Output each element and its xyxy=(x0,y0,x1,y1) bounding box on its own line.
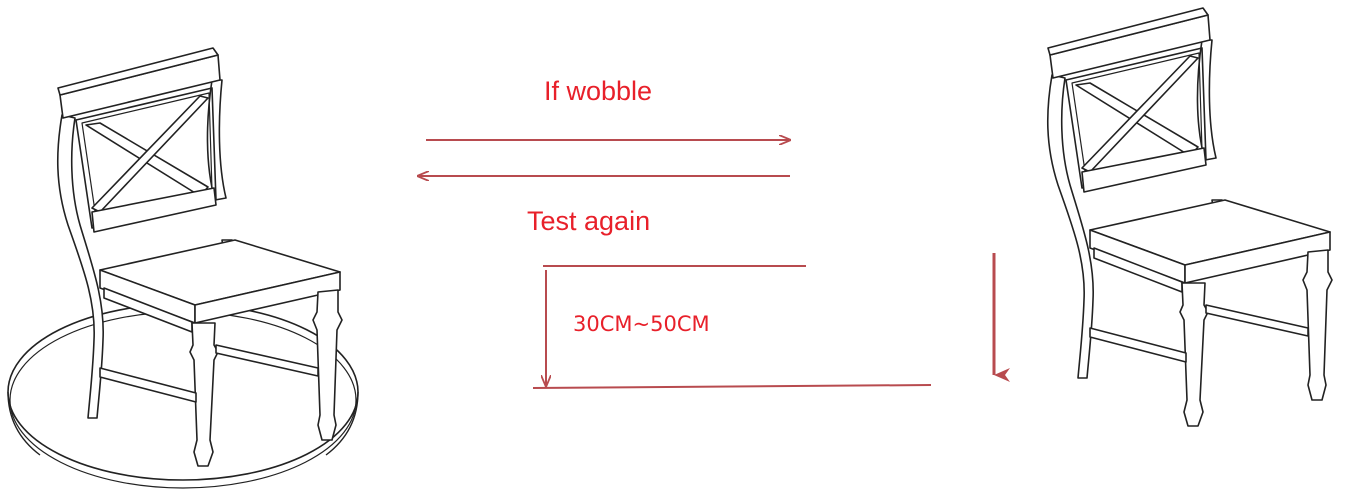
floor-line xyxy=(532,384,932,389)
test-again-label: Test again xyxy=(527,206,651,236)
wobble-label: If wobble xyxy=(544,76,653,106)
left-chair-illustration xyxy=(7,47,359,489)
right-chair-illustration xyxy=(1046,7,1333,427)
drop-height-label: 30CM~50CM xyxy=(573,312,710,336)
